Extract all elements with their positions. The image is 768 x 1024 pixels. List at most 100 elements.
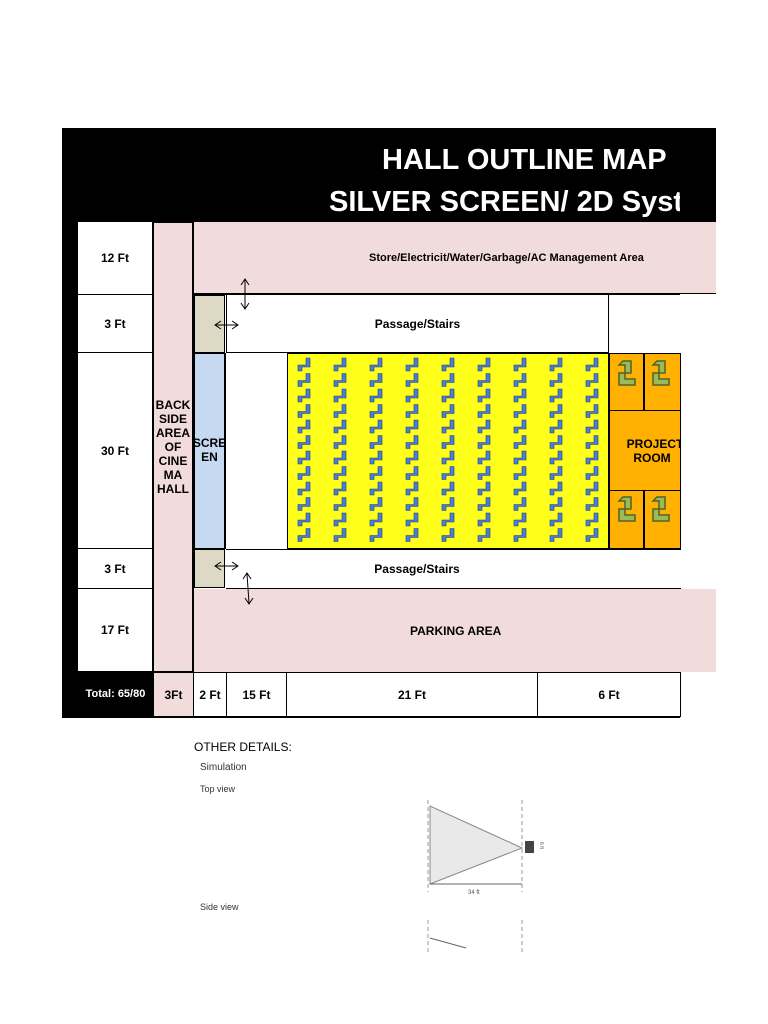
seat-icon [513,466,527,480]
seat-icon [405,357,419,372]
total-21ft: 21 Ft [286,672,538,717]
row-label-17ft-text: 17 Ft [100,623,129,637]
screen-line-2: EN [201,450,218,464]
back-side-line-4: OF [164,440,182,454]
seat-icon [405,419,419,434]
seating-area [287,353,609,549]
top-view-diagram: 34 ft 6 ft [427,800,544,952]
arrow-markers [214,278,254,605]
seat-icon [369,435,383,449]
seat-icon [369,528,383,542]
total-6ft: 6 Ft [537,672,681,717]
seat-icon [585,419,599,434]
total-3ft: 3Ft [153,672,194,717]
seat-icon [333,388,347,403]
seat-icon [297,512,311,527]
seat-icon [297,450,311,465]
passage-bottom: Passage/Stairs [226,549,609,589]
seat-icon [333,435,347,449]
seat-icon [513,450,527,465]
top-view-label: Top view [200,784,236,794]
seat-icon [369,404,383,418]
total-2ft-text: 2 Ft [199,687,221,702]
seat-icon [441,450,455,465]
seat-icon [441,419,455,434]
seat-icon [585,450,599,465]
seat-icon [549,497,563,511]
seat-icon [585,512,599,527]
seat-icon [441,373,455,387]
total-15ft-text: 15 Ft [242,687,271,702]
seat-icon [477,435,491,449]
seat-icon [441,512,455,527]
seat-icon [333,357,347,372]
seat-icon [549,450,563,465]
seat-icon [513,388,527,403]
row-label-30ft: 30 Ft [78,353,152,548]
seat-icon [477,388,491,403]
seat-icon [549,466,563,480]
seat-icon [333,528,347,542]
seat-icon [513,419,527,434]
back-side-line-3: AREA [155,426,190,440]
passage-bottom-label: Passage/Stairs [374,562,460,576]
back-side-line-7: HALL [157,482,189,496]
row-label-3ft-bottom: 3 Ft [78,549,152,588]
seat-icon [477,419,491,434]
back-side-line-2: SIDE [158,412,187,426]
seat-icon [549,481,563,496]
seat-icon [297,435,311,449]
seat-icon [405,373,419,387]
seat-icon [513,404,527,418]
seat-icon [297,466,311,480]
total-3ft-text: 3Ft [164,687,183,702]
seat-icon [513,497,527,511]
total-label: Total: 65/80 [78,672,153,716]
seat-icon [585,466,599,480]
total-2ft: 2 Ft [193,672,227,717]
page-subtitle: SILVER SCREEN/ 2D Syst [329,186,680,218]
seat-icon [369,373,383,387]
screen-line-1: SCRE [192,436,227,450]
projector-line-2: ROOM [633,451,671,465]
parking-area: PARKING AREA [194,589,716,672]
seat-icon [369,388,383,403]
seat-icon [441,528,455,542]
seat-icon [549,512,563,527]
seat-icon [333,419,347,434]
seat-icon [333,466,347,480]
seat-icon [441,481,455,496]
seat-icon [585,481,599,496]
seat-icon [441,388,455,403]
seat-icon [477,357,491,372]
simulation-label: Simulation [200,762,247,773]
seat-icon [297,481,311,496]
corner-block-bottom [194,549,225,588]
seat-icon [405,450,419,465]
seat-icon [369,512,383,527]
seat-icon [405,404,419,418]
seat-icon [585,435,599,449]
passage-top-right [608,295,681,353]
row-label-12ft: 12 Ft [78,222,152,294]
seat-icon [369,481,383,496]
store-area-label: Store/Electricit/Water/Garbage/AC Manage… [369,251,644,264]
screen: SCRE EN [192,353,227,549]
store-area: Store/Electricit/Water/Garbage/AC Manage… [194,222,716,294]
seat-icon [405,466,419,480]
row-label-3ft-bottom-text: 3 Ft [104,561,126,576]
side-view-label: Side view [200,902,239,912]
seat-icon [477,373,491,387]
projector-icon [525,841,534,853]
seat-grid [297,357,599,542]
seat-icon [477,404,491,418]
seat-icon [441,466,455,480]
seat-icon [477,466,491,480]
back-side-line-6: MA [163,468,183,482]
seat-icon [549,404,563,418]
seat-icon [477,528,491,542]
seat-icon [477,512,491,527]
total-21ft-text: 21 Ft [397,687,426,702]
passage-bottom-right [608,549,681,589]
back-side-line-5: CINE [158,454,188,468]
